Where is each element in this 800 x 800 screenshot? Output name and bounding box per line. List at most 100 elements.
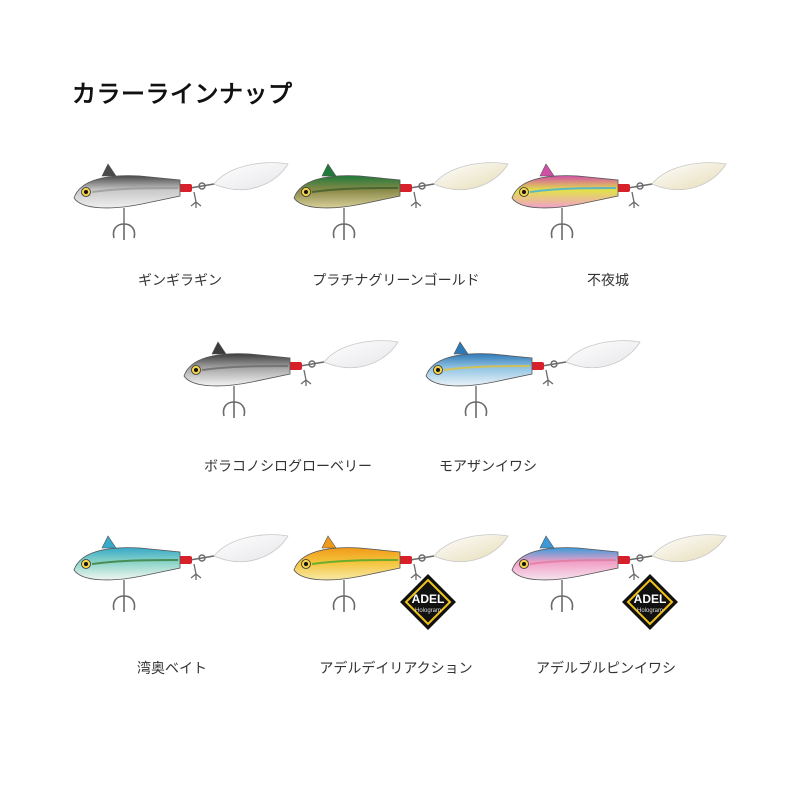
front-hook-icon xyxy=(332,223,356,240)
dorsal-fin xyxy=(539,535,555,549)
pupil-icon xyxy=(194,368,198,372)
lure-image xyxy=(511,162,727,240)
rear-hook-icon xyxy=(542,369,554,386)
blade-icon xyxy=(565,340,641,369)
red-tube xyxy=(398,556,412,564)
lure-body xyxy=(73,175,181,209)
dorsal-fin xyxy=(321,535,337,549)
rear-hook-icon xyxy=(628,563,640,580)
swivel-wire xyxy=(627,183,653,189)
lure-card[interactable]: 不夜城 xyxy=(500,158,740,308)
pupil-icon xyxy=(84,190,88,194)
split-ring-icon xyxy=(198,554,206,562)
lure-image xyxy=(183,340,399,418)
split-ring-icon xyxy=(636,182,644,190)
front-hook-icon xyxy=(222,401,246,418)
lure-card[interactable]: ADEL Hologram アデルデイリアクション xyxy=(282,530,522,680)
badge-subtitle: Hologram xyxy=(415,608,441,614)
red-tube xyxy=(530,362,544,370)
adel-hologram-badge: ADEL Hologram xyxy=(398,572,458,632)
swivel-wire xyxy=(627,555,653,561)
split-ring-icon xyxy=(198,182,206,190)
red-tube xyxy=(178,556,192,564)
lure-card[interactable]: モアザンイワシ xyxy=(414,336,654,486)
dorsal-fin xyxy=(101,163,117,177)
split-ring-icon xyxy=(308,360,316,368)
swivel-wire xyxy=(541,361,567,367)
blade-icon xyxy=(651,162,727,191)
pupil-icon xyxy=(522,562,526,566)
split-ring-icon xyxy=(418,554,426,562)
lure-body xyxy=(183,353,291,387)
lateral-line xyxy=(311,559,399,565)
dorsal-fin xyxy=(211,341,227,355)
split-ring-icon xyxy=(418,182,426,190)
lateral-line xyxy=(529,559,617,565)
blade-icon xyxy=(213,534,289,563)
blade-icon xyxy=(433,162,509,191)
lure-body xyxy=(293,175,401,209)
lateral-line xyxy=(91,187,179,193)
lateral-line xyxy=(91,559,179,565)
lure-body xyxy=(511,547,619,581)
lure-name: 湾奥ベイト xyxy=(137,661,207,677)
red-tube xyxy=(616,556,630,564)
lure-name: アデルデイリアクション xyxy=(319,661,473,677)
lure-name: 不夜城 xyxy=(587,273,629,289)
lure-name: アデルブルピンイワシ xyxy=(536,661,676,677)
red-tube xyxy=(616,184,630,192)
swivel-wire xyxy=(299,361,325,367)
lure-card[interactable]: ADEL Hologram アデルブルピンイワシ xyxy=(500,530,740,680)
split-ring-icon xyxy=(636,554,644,562)
lure-body xyxy=(425,353,533,387)
lure-body xyxy=(293,547,401,581)
lure-name: プラチナグリーンゴールド xyxy=(312,273,480,289)
front-hook-icon xyxy=(112,223,136,240)
page-title: カラーラインナップ xyxy=(72,80,293,108)
rear-hook-icon xyxy=(410,563,422,580)
swivel-wire xyxy=(189,555,215,561)
lateral-line xyxy=(311,187,399,193)
pupil-icon xyxy=(304,562,308,566)
badge-title: ADEL xyxy=(412,592,445,606)
pupil-icon xyxy=(436,368,440,372)
split-ring-icon xyxy=(550,360,558,368)
lure-body xyxy=(73,547,181,581)
dorsal-fin xyxy=(453,341,469,355)
blade-icon xyxy=(323,340,399,369)
lure-card[interactable]: プラチナグリーンゴールド xyxy=(282,158,522,308)
lure-card[interactable]: 湾奥ベイト xyxy=(62,530,302,680)
front-hook-icon xyxy=(112,595,136,612)
lateral-line xyxy=(443,365,531,371)
red-tube xyxy=(178,184,192,192)
badge-subtitle: Hologram xyxy=(637,608,663,614)
pupil-icon xyxy=(84,562,88,566)
lure-image xyxy=(293,162,509,240)
front-hook-icon xyxy=(550,595,574,612)
lure-card[interactable]: ボラコノシログローベリー xyxy=(172,336,412,486)
swivel-wire xyxy=(189,183,215,189)
lure-name: ボラコノシログローベリー xyxy=(204,459,372,475)
lure-image xyxy=(73,534,289,612)
adel-hologram-badge: ADEL Hologram xyxy=(620,572,680,632)
lure-name: ギンギラギン xyxy=(138,273,222,289)
red-tube xyxy=(288,362,302,370)
lateral-line xyxy=(201,365,289,371)
rear-hook-icon xyxy=(628,191,640,208)
lure-card[interactable]: ギンギラギン xyxy=(62,158,302,308)
lure-image xyxy=(293,534,509,612)
badge-title: ADEL xyxy=(634,592,667,606)
rear-hook-icon xyxy=(300,369,312,386)
dorsal-fin xyxy=(321,163,337,177)
front-hook-icon xyxy=(550,223,574,240)
front-hook-icon xyxy=(464,401,488,418)
rear-hook-icon xyxy=(410,191,422,208)
dorsal-fin xyxy=(539,163,555,177)
blade-icon xyxy=(433,534,509,563)
blade-icon xyxy=(651,534,727,563)
lure-image xyxy=(73,162,289,240)
red-tube xyxy=(398,184,412,192)
lure-body xyxy=(511,175,619,209)
swivel-wire xyxy=(409,555,435,561)
blade-icon xyxy=(213,162,289,191)
